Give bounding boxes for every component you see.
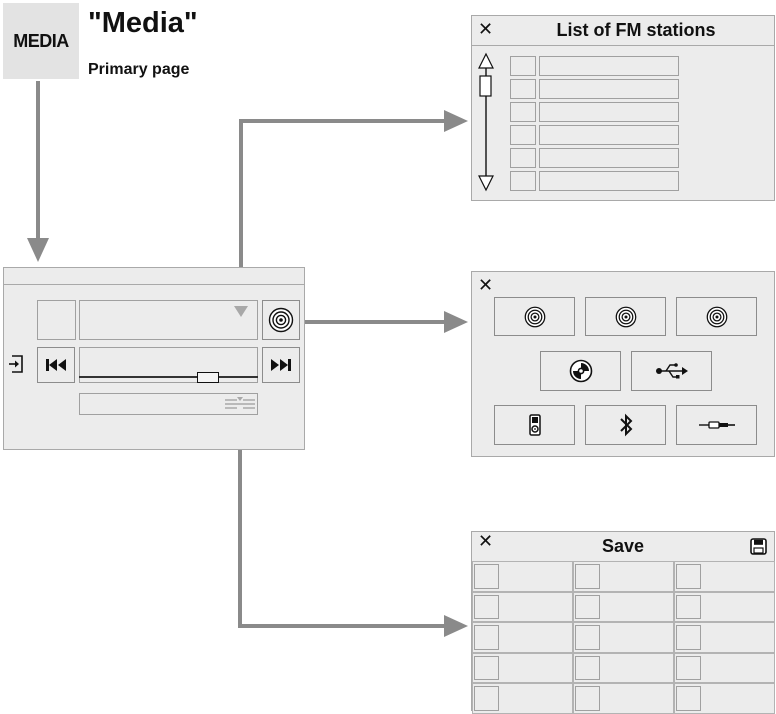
fm-station-number-cell[interactable] (510, 148, 536, 168)
radio-source-button-1[interactable] (494, 297, 575, 336)
source-close-icon[interactable]: ✕ (478, 275, 494, 295)
skip-forward-icon (271, 359, 291, 371)
fm-station-name-cell[interactable] (539, 148, 679, 168)
radio-icon (524, 306, 545, 327)
media-tile-label: MEDIA (13, 30, 69, 51)
fm-station-number-cell[interactable] (510, 79, 536, 99)
radio-icon (615, 306, 636, 327)
fm-station-name-cell[interactable] (539, 56, 679, 76)
exit-icon[interactable] (8, 354, 24, 374)
previous-track-button[interactable] (37, 347, 75, 383)
radio-source-button-3[interactable] (676, 297, 757, 336)
save-preset-thumbnail (575, 686, 600, 711)
fm-list-close-icon[interactable]: ✕ (478, 19, 494, 39)
media-tile[interactable]: MEDIA (3, 3, 79, 79)
arrowhead-down (27, 238, 49, 262)
scroll-down-icon (478, 175, 494, 192)
page-subtitle: Primary page (88, 61, 190, 78)
usb-icon (655, 363, 688, 379)
scroll-up-icon (478, 52, 494, 69)
primary-page-header-bar (4, 284, 304, 285)
radio-icon (706, 306, 727, 327)
bluetooth-source-button[interactable] (585, 405, 666, 445)
floppy-save-icon[interactable] (750, 538, 767, 555)
save-close-icon[interactable]: ✕ (478, 531, 494, 551)
aux-source-button[interactable] (676, 405, 757, 445)
fm-station-number-cell[interactable] (510, 125, 536, 145)
aux-jack-icon (698, 421, 735, 429)
progress-slider-handle[interactable] (197, 372, 219, 383)
scroll-thumb (479, 75, 492, 97)
arrowhead-right-fm (444, 110, 468, 132)
arrow-primary-to-save (238, 418, 446, 628)
save-preset-thumbnail (676, 594, 701, 619)
save-preset-thumbnail (676, 625, 701, 650)
save-preset-thumbnail (676, 564, 701, 589)
station-info-box[interactable] (79, 300, 258, 340)
radio-source-button-2[interactable] (585, 297, 666, 336)
page-title: "Media" (88, 7, 198, 39)
next-track-button[interactable] (262, 347, 300, 383)
save-preset-thumbnail (474, 564, 499, 589)
bluetooth-icon (619, 413, 632, 437)
save-preset-thumbnail (474, 594, 499, 619)
fm-station-number-cell[interactable] (510, 102, 536, 122)
save-preset-thumbnail (575, 594, 600, 619)
save-preset-thumbnail (575, 655, 600, 680)
save-preset-thumbnail (474, 686, 499, 711)
source-button[interactable] (262, 300, 300, 340)
fm-station-name-cell[interactable] (539, 102, 679, 122)
cd-disc-icon (569, 359, 592, 383)
arrow-primary-to-fm-list (239, 119, 446, 305)
fm-station-number-cell[interactable] (510, 56, 536, 76)
save-title: Save (601, 536, 645, 556)
arrowhead-right-sources (444, 311, 468, 333)
save-preset-thumbnail (676, 655, 701, 680)
station-list-marker-icon[interactable] (234, 306, 248, 318)
save-preset-thumbnail (575, 564, 600, 589)
radio-source-icon (268, 307, 294, 333)
fm-station-name-cell[interactable] (539, 79, 679, 99)
fm-list-scrollbar[interactable] (476, 52, 496, 194)
save-preset-thumbnail (676, 686, 701, 711)
usb-source-button[interactable] (631, 351, 712, 391)
portable-player-source-button[interactable] (494, 405, 575, 445)
fm-station-number-cell[interactable] (510, 171, 536, 191)
arrowhead-right-save (444, 615, 468, 637)
presets-bar[interactable] (79, 393, 258, 415)
fm-list-header-rule (471, 45, 775, 46)
save-preset-thumbnail (474, 655, 499, 680)
fm-list-title: List of FM stations (556, 20, 716, 40)
save-preset-thumbnail (474, 625, 499, 650)
cd-source-button[interactable] (540, 351, 621, 391)
cover-art-box (37, 300, 76, 340)
save-preset-thumbnail (575, 625, 600, 650)
ipod-icon (528, 414, 541, 436)
progress-track (79, 376, 258, 378)
skip-back-icon (46, 359, 66, 371)
fm-station-name-cell[interactable] (539, 125, 679, 145)
presets-list-icon[interactable] (224, 396, 256, 412)
fm-station-name-cell[interactable] (539, 171, 679, 191)
